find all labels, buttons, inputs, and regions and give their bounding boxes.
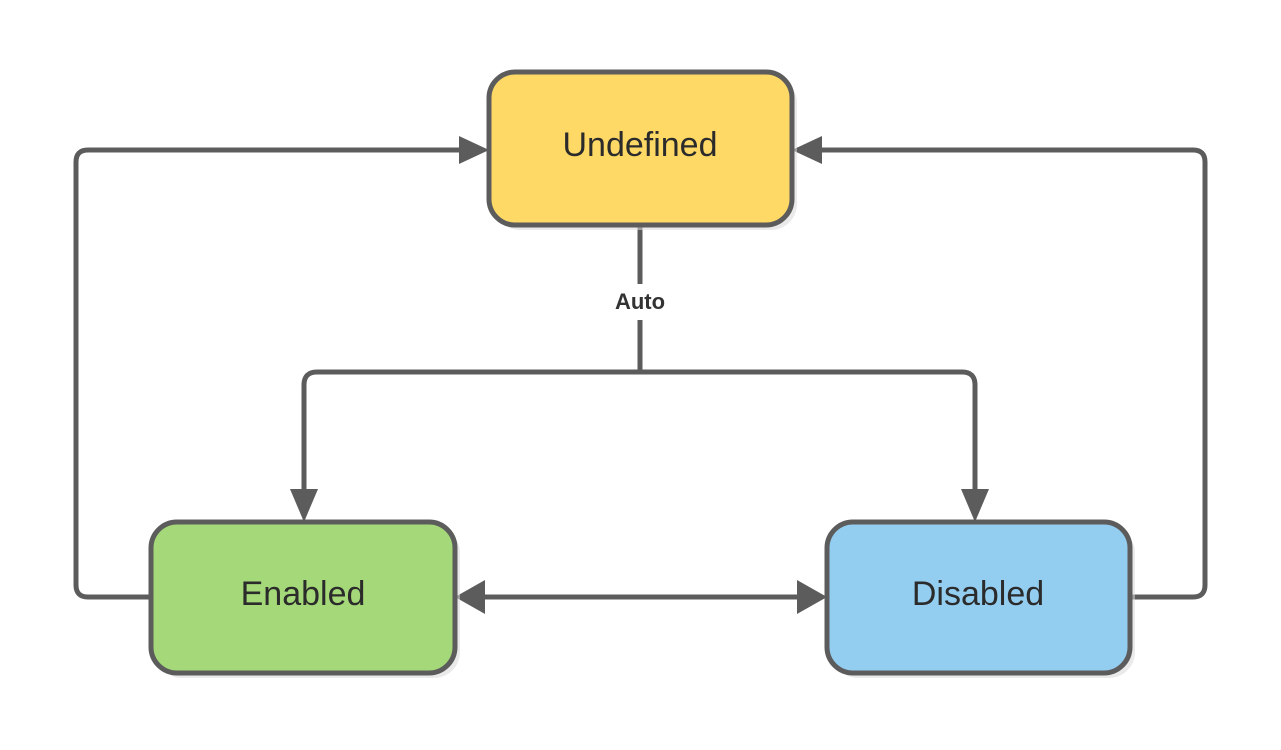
- edge-fork-to-enabled-line: [301, 369, 640, 489]
- edge-fork-to-disabled[interactable]: [640, 369, 989, 522]
- edge-fork-to-disabled-arrowhead: [961, 489, 989, 522]
- edge-label-layer: Auto: [594, 284, 686, 320]
- edge-fork-to-enabled-arrowhead: [290, 489, 318, 522]
- node-disabled-box: [824, 519, 1133, 676]
- edge-enabled-disabled-arrowhead-left: [455, 580, 485, 614]
- edge-enabled-to-undefined-line: [73, 147, 459, 600]
- node-enabled[interactable]: Enabled: [148, 519, 460, 678]
- node-undefined-label: Undefined: [562, 126, 717, 164]
- edge-fork-to-enabled[interactable]: [290, 369, 640, 522]
- edge-enabled-to-undefined[interactable]: [73, 136, 489, 600]
- node-disabled-label: Disabled: [912, 575, 1044, 613]
- node-layer: Undefined Enabled Disabled: [148, 69, 1135, 678]
- node-enabled-box: [148, 519, 458, 676]
- edge-enabled-to-undefined-arrowhead: [459, 136, 489, 164]
- node-undefined-box: [486, 69, 795, 228]
- edge-fork-to-disabled-line: [640, 369, 978, 489]
- node-undefined[interactable]: Undefined: [486, 69, 797, 230]
- node-disabled[interactable]: Disabled: [824, 519, 1135, 678]
- edge-label-auto: Auto: [615, 289, 665, 314]
- edge-disabled-to-undefined-arrowhead: [792, 136, 822, 164]
- edge-enabled-disabled-bidirectional[interactable]: [455, 580, 827, 614]
- edge-label-auto-mask: [594, 284, 686, 320]
- edge-disabled-to-undefined[interactable]: [792, 136, 1208, 600]
- edge-disabled-to-undefined-line: [822, 147, 1208, 600]
- edge-enabled-disabled-arrowhead-right: [797, 580, 827, 614]
- node-enabled-label: Enabled: [241, 575, 366, 613]
